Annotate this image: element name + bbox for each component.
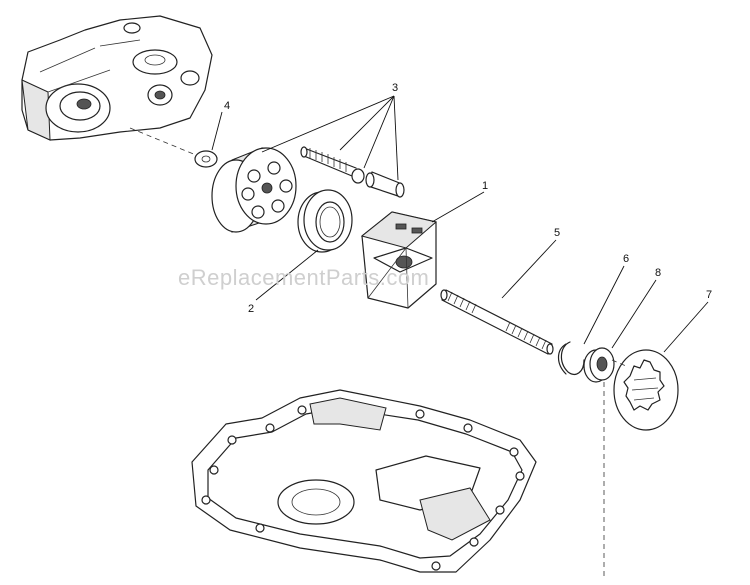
rotor-cylinder-block bbox=[211, 147, 297, 233]
port-block-part-1 bbox=[360, 211, 438, 309]
piston-spring-assembly bbox=[300, 146, 405, 198]
callout-1: 1 bbox=[482, 180, 488, 192]
callout-6: 6 bbox=[623, 253, 629, 265]
housing-cover bbox=[21, 15, 213, 141]
drive-shaft-part-5 bbox=[440, 289, 554, 355]
washer-part-4 bbox=[194, 150, 218, 168]
callout-7: 7 bbox=[706, 289, 712, 301]
bearing-ring-part-2 bbox=[297, 189, 353, 253]
callout-8: 8 bbox=[655, 267, 661, 279]
retaining-ring-part-6 bbox=[557, 341, 585, 375]
leader-lines bbox=[211, 95, 709, 353]
bearing-part-8 bbox=[583, 347, 615, 383]
gear-part-7 bbox=[613, 349, 679, 431]
watermark-text: eReplacementParts.com bbox=[178, 265, 429, 290]
transmission-housing-base bbox=[191, 389, 537, 573]
callout-5: 5 bbox=[554, 227, 560, 239]
callout-2: 2 bbox=[248, 303, 254, 315]
callout-4: 4 bbox=[224, 100, 230, 112]
callout-3: 3 bbox=[392, 82, 398, 94]
center-lines bbox=[129, 127, 627, 580]
